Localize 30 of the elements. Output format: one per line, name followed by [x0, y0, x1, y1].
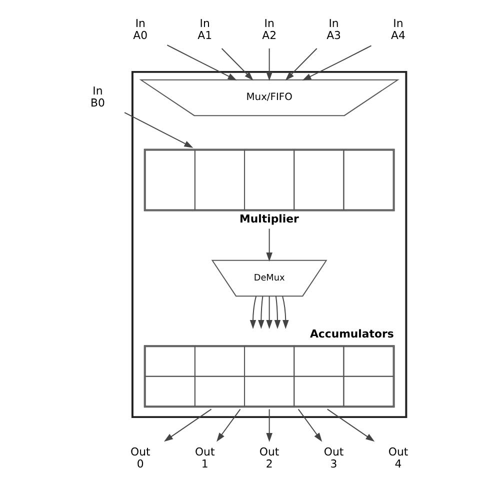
node-text: In A3	[326, 17, 341, 42]
arrow	[266, 228, 272, 262]
arrow	[298, 408, 322, 442]
arrow	[266, 408, 272, 442]
node-text: In A4	[391, 17, 406, 42]
node-text: Out 3	[324, 446, 344, 470]
arrow	[285, 48, 318, 80]
arrow	[250, 296, 257, 329]
arrow	[302, 45, 372, 80]
node-text: Out 4	[388, 446, 408, 470]
arrow	[326, 408, 375, 442]
node-text: Out 1	[194, 446, 215, 470]
node-label: Accumulators	[310, 328, 394, 341]
arrow	[266, 48, 272, 81]
arrow	[216, 408, 241, 442]
node-text: Out 2	[259, 446, 280, 470]
node-label: Multiplier	[240, 212, 299, 226]
arrow	[124, 112, 194, 148]
arrow	[282, 296, 289, 329]
node-text: In A2	[262, 17, 277, 42]
arrow	[266, 296, 272, 329]
node-text: In A1	[198, 17, 212, 42]
arrow	[166, 44, 237, 80]
arrow	[221, 48, 254, 80]
node-text: Out 0	[130, 446, 150, 470]
node-text: In B0	[90, 84, 105, 110]
arrow	[258, 296, 264, 329]
arrow	[274, 296, 281, 329]
node-text: In A0	[133, 17, 148, 42]
arrow	[164, 408, 212, 442]
